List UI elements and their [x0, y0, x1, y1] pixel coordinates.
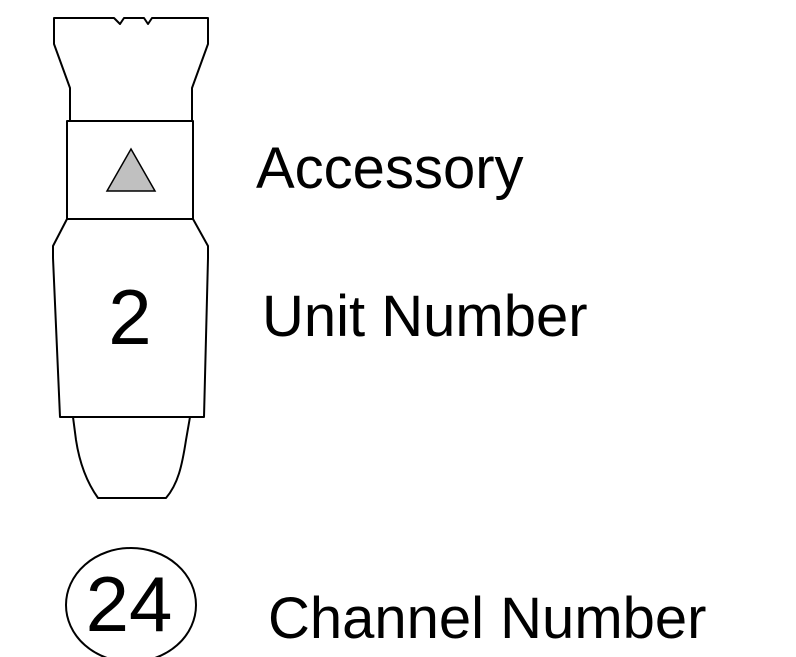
device-body — [52, 218, 209, 418]
device-tip — [72, 416, 191, 499]
channel-circle — [65, 547, 197, 657]
channel-number-label: Channel Number — [268, 586, 707, 651]
device-top-cap — [53, 17, 209, 122]
unit-number-label: Unit Number — [262, 284, 588, 349]
accessory-triangle-icon — [105, 147, 157, 192]
channel-number-value: 24 — [85, 560, 173, 648]
accessory-label: Accessory — [256, 136, 524, 201]
unit-number-value: 2 — [108, 273, 152, 361]
